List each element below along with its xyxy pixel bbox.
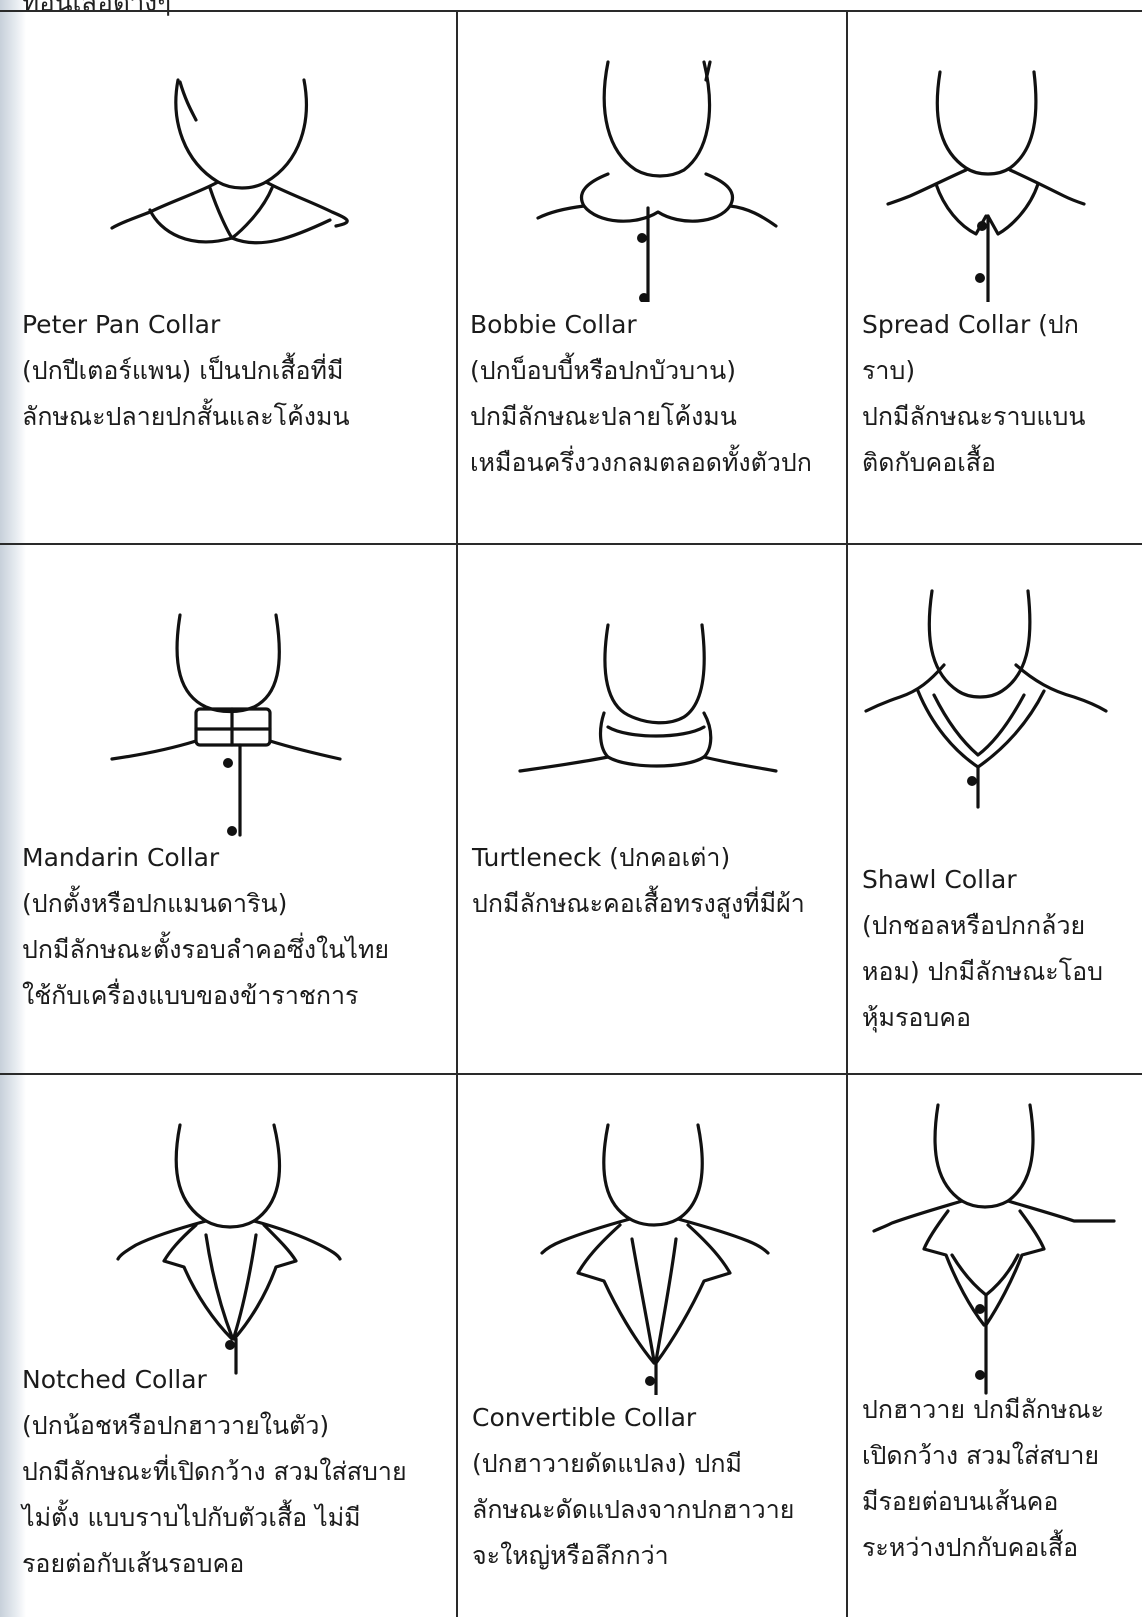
hawaiian-collar-illustration [848,1075,1142,1395]
collar-description: Mandarin Collar (ปกตั้งหรือปกแมนดาริน) ป… [22,835,389,1019]
collar-cell-bobbie: Bobbie Collar (ปกบ็อบบี้หรือปกบัวบาน) ปก… [458,12,846,543]
mandarin-collar-illustration [0,545,456,845]
collar-cell-hawaiian: ปกฮาวาย ปกมีลักษณะ เปิดกว้าง สวมใส่สบาย … [848,1075,1142,1617]
collar-description: Peter Pan Collar (ปกปีเตอร์แพน) เป็นปกเส… [22,302,350,440]
collar-description: Bobbie Collar (ปกบ็อบบี้หรือปกบัวบาน) ปก… [470,302,812,486]
collar-description: ปกฮาวาย ปกมีลักษณะ เปิดกว้าง สวมใส่สบาย … [862,1387,1104,1571]
collar-cell-spread: Spread Collar (ปก ราบ) ปกมีลักษณะราบแบน … [848,12,1142,543]
notched-collar-illustration [0,1075,456,1375]
collar-description: Turtleneck (ปกคอเต่า) ปกมีลักษณะคอเสื้อท… [472,835,805,927]
collar-cell-turtleneck: Turtleneck (ปกคอเต่า) ปกมีลักษณะคอเสื้อท… [458,545,846,1073]
spread-collar-illustration [848,12,1142,302]
bobbie-collar-illustration [458,12,846,302]
shawl-collar-illustration [848,545,1142,845]
collar-description: Shawl Collar (ปกชอลหรือปกกล้วย หอม) ปกมี… [862,857,1103,1041]
collar-cell-shawl: Shawl Collar (ปกชอลหรือปกกล้วย หอม) ปกมี… [848,545,1142,1073]
convertible-collar-illustration [458,1075,846,1395]
collar-description: Notched Collar (ปกน้อชหรือปกฮาวายในตัว) … [22,1357,407,1587]
peter-pan-collar-illustration [0,12,456,302]
collar-cell-notched: Notched Collar (ปกน้อชหรือปกฮาวายในตัว) … [0,1075,456,1617]
collar-cell-convertible: Convertible Collar (ปกฮาวายดัดแปลง) ปกมี… [458,1075,846,1617]
collar-description: Spread Collar (ปก ราบ) ปกมีลักษณะราบแบน … [862,302,1085,486]
turtleneck-collar-illustration [458,545,846,845]
collar-description: Convertible Collar (ปกฮาวายดัดแปลง) ปกมี… [472,1395,794,1579]
collar-cell-mandarin: Mandarin Collar (ปกตั้งหรือปกแมนดาริน) ป… [0,545,456,1073]
collar-cell-peter-pan: Peter Pan Collar (ปกปีเตอร์แพน) เป็นปกเส… [0,12,456,543]
